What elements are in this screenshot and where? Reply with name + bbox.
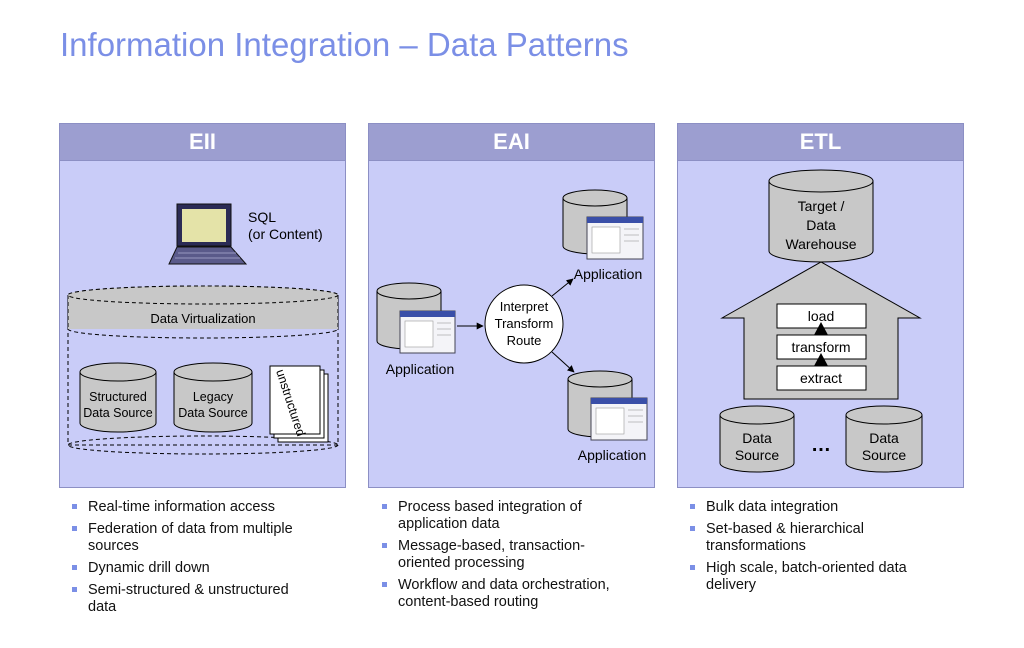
arrow-extract-to-transform (814, 353, 828, 366)
eii-bullets: Real-time information access Federation … (66, 499, 356, 621)
eii-bullet-item: Real-time information access (66, 499, 356, 516)
etl-bullet-item: Bulk data integration (684, 499, 984, 516)
structured-label: Structured (89, 390, 147, 404)
etl-diagram: Target / Data Warehouse load transform e… (719, 169, 923, 473)
eii-diagram: SQL (or Content) Data Virtualization Str… (67, 203, 339, 455)
data-source-1-cylinder (719, 405, 795, 473)
target-label-1: Target / (798, 198, 845, 214)
target-label-3: Warehouse (785, 236, 856, 252)
structured-source-cylinder (79, 362, 157, 433)
hub-label-route: Route (507, 333, 542, 348)
application-top-icon (562, 189, 644, 260)
legacy-sub-label: Data Source (178, 406, 248, 420)
eai-bullet-item: Workflow and data orchestration,content-… (376, 577, 666, 611)
application-left-icon (376, 282, 456, 354)
etl-header: ETL (678, 124, 963, 161)
eii-panel: EII SQL (or Content) Data Virtualization (59, 123, 346, 488)
etl-bullets: Bulk data integration Set-based & hierar… (684, 499, 984, 599)
hub-label-interpret: Interpret (500, 299, 549, 314)
unstructured-documents-icon (269, 365, 329, 443)
transform-label: transform (791, 339, 850, 355)
sql-label: SQL (248, 209, 276, 225)
application-left-label: Application (386, 361, 455, 377)
ellipsis-label: … (811, 434, 831, 456)
target-label-2: Data (806, 217, 836, 233)
arrow-hub-to-top (551, 278, 574, 297)
virtualization-label: Data Virtualization (150, 311, 255, 326)
hub-label-transform: Transform (495, 316, 554, 331)
legacy-source-cylinder (173, 362, 253, 433)
etl-panel: ETL Target / Data Warehouse load transfo… (677, 123, 964, 488)
data-source-2-label-1: Data (869, 430, 899, 446)
extract-box (776, 365, 867, 391)
load-label: load (808, 308, 834, 324)
extract-label: extract (800, 370, 842, 386)
eai-header: EAI (369, 124, 654, 161)
eai-diagram: Application Interpret Transform Route Ap… (376, 189, 648, 463)
data-source-1-label-1: Data (742, 430, 772, 446)
application-top-label: Application (574, 266, 643, 282)
laptop-icon (168, 203, 248, 265)
data-virtualization-layer (67, 285, 339, 455)
data-source-2-cylinder (845, 405, 923, 473)
application-bottom-icon (567, 370, 648, 441)
eii-bullet-item: Dynamic drill down (66, 560, 356, 577)
eai-panel: EAI Application Interpret Transform Rout… (368, 123, 655, 488)
structured-sub-label: Data Source (83, 406, 153, 420)
eii-header: EII (60, 124, 345, 161)
legacy-label: Legacy (193, 390, 234, 404)
application-bottom-label: Application (578, 447, 647, 463)
arrow-transform-to-load (814, 322, 828, 335)
data-source-2-label-2: Source (862, 447, 907, 463)
sql-sub-label: (or Content) (248, 226, 323, 242)
arrow-hub-to-bottom (551, 351, 575, 373)
eai-bullet-item: Message-based, transaction-oriented proc… (376, 538, 666, 572)
page-title: Information Integration – Data Patterns (60, 26, 629, 63)
interpret-transform-route-hub (484, 284, 564, 364)
data-source-1-label-2: Source (735, 447, 780, 463)
